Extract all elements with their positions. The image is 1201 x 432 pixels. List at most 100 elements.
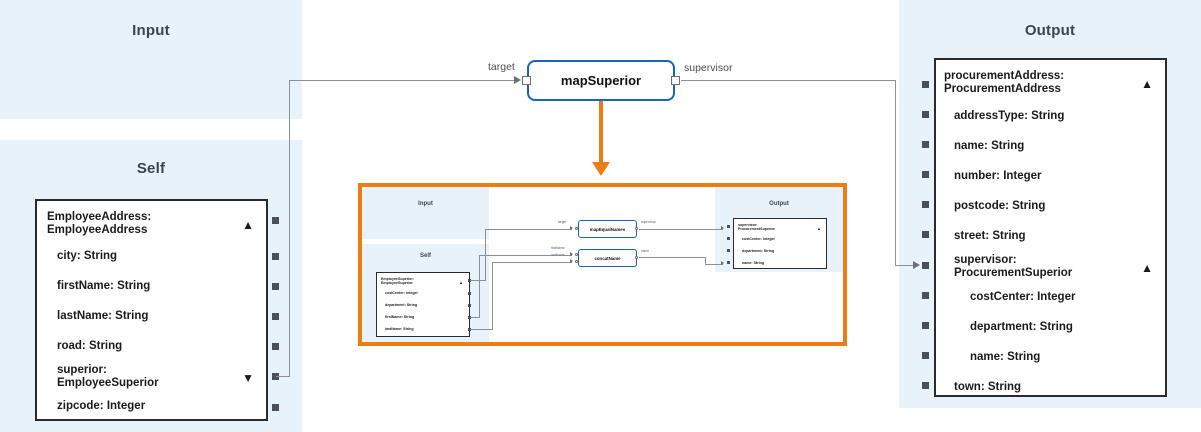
inner-schema-row[interactable]: costCenter: Integer	[734, 237, 834, 241]
output-port-8[interactable]	[922, 322, 929, 329]
schema-row[interactable]: superior: EmployeeSuperior ▼	[37, 364, 266, 390]
schema-row[interactable]: number: Integer	[936, 170, 1165, 183]
schema-row[interactable]: name: String	[936, 351, 1165, 364]
wire-node-to-output-horizontal	[681, 80, 896, 82]
concat-name-input-port-lastname[interactable]	[575, 260, 579, 264]
chevron-up-icon[interactable]: ▲	[1141, 77, 1153, 91]
self-port-6[interactable]	[272, 404, 279, 411]
self-port-2[interactable]	[272, 283, 279, 290]
inner-schema-row[interactable]: department: String	[734, 249, 834, 253]
schema-row[interactable]: name: String	[936, 140, 1165, 153]
schema-row-label-5: superior: EmployeeSuperior	[57, 364, 159, 389]
wire-self-to-node-horizontal	[289, 80, 515, 82]
chevron-down-icon[interactable]: ▼	[242, 371, 254, 385]
map-equal-names-node-label: mapEqualNames	[589, 226, 626, 232]
output-port-2[interactable]	[922, 141, 929, 148]
chevron-up-icon[interactable]: ▲	[1141, 261, 1153, 275]
inner-self-port-lastname[interactable]	[468, 328, 471, 331]
output-schema-box[interactable]: procurementAddress: ProcurementAddress ▲…	[934, 58, 1167, 397]
inner-self-port-firstname[interactable]	[468, 316, 471, 319]
concat-name-output-label: name	[641, 249, 649, 253]
inner-output-port-1[interactable]	[727, 237, 730, 240]
map-equal-names-input-port[interactable]	[575, 227, 579, 231]
schema-row-label-9: name: String	[970, 351, 1041, 363]
input-panel: Input	[0, 0, 302, 119]
inner-output-port-2[interactable]	[727, 249, 730, 252]
output-port-7[interactable]	[922, 292, 929, 299]
inner-schema-row[interactable]: department: String	[377, 303, 477, 307]
inner-wire-e-stub	[705, 264, 723, 265]
chevron-up-icon[interactable]: ▲	[242, 218, 254, 232]
inner-schema-row[interactable]: EmployeeSuperior: EmployeeSuperior ▲	[377, 277, 473, 286]
schema-row[interactable]: supervisor: ProcurementSuperior ▲	[936, 254, 1165, 280]
inner-wire-a-stub	[470, 280, 486, 281]
inner-wire-b-stub	[470, 317, 480, 318]
map-superior-input-port-label: target	[488, 61, 515, 73]
inner-self-schema-box[interactable]: EmployeeSuperior: EmployeeSuperior ▲ cos…	[376, 272, 470, 337]
output-port-9[interactable]	[922, 352, 929, 359]
map-equal-names-output-port[interactable]	[635, 227, 639, 231]
self-port-superior[interactable]	[272, 373, 279, 380]
map-equal-names-node[interactable]: mapEqualNames	[578, 220, 637, 238]
inner-output-row-label-2: department: String	[742, 249, 775, 253]
schema-row-label-5: street: String	[954, 230, 1026, 242]
concat-name-node[interactable]: concatName	[578, 249, 637, 267]
self-port-0[interactable]	[272, 217, 279, 224]
output-port-3[interactable]	[922, 171, 929, 178]
drilldown-arrow-head	[592, 162, 610, 176]
output-port-4[interactable]	[922, 201, 929, 208]
schema-row[interactable]: city: String	[37, 250, 266, 263]
schema-row[interactable]: addressType: String	[936, 110, 1165, 123]
schema-row[interactable]: town: String	[936, 381, 1165, 394]
inner-schema-row[interactable]: name: String	[734, 261, 834, 265]
inner-schema-row[interactable]: firstName: String	[377, 315, 477, 319]
inner-self-row-label-1: costCenter: Integer	[385, 291, 418, 295]
self-schema-box[interactable]: EmployeeAddress: EmployeeAddress ▲ city:…	[35, 199, 268, 421]
inner-wire-b-arrow	[570, 252, 573, 256]
output-port-10[interactable]	[922, 382, 929, 389]
output-port-5[interactable]	[922, 231, 929, 238]
inner-output-schema-box[interactable]: supervisor: ProcurementSuperior ▲ costCe…	[733, 218, 827, 269]
schema-row-label-1: addressType: String	[954, 110, 1065, 122]
inner-self-port-0[interactable]	[468, 279, 471, 282]
map-superior-node[interactable]: mapSuperior	[527, 60, 675, 101]
output-port-0[interactable]	[922, 81, 929, 88]
chevron-up-icon[interactable]: ▲	[459, 280, 463, 285]
map-superior-input-port[interactable]	[522, 76, 531, 85]
schema-row[interactable]: procurementAddress: ProcurementAddress ▲	[936, 70, 1165, 96]
concat-name-input-port-firstname[interactable]	[575, 253, 579, 257]
self-port-4[interactable]	[272, 343, 279, 350]
chevron-up-icon[interactable]: ▲	[817, 226, 821, 231]
concat-name-output-port[interactable]	[635, 256, 639, 260]
inner-self-port-1[interactable]	[468, 292, 471, 295]
inner-schema-row[interactable]: supervisor: ProcurementSuperior ▲	[734, 223, 830, 232]
wire-node-to-output-vertical	[895, 80, 897, 266]
output-port-1[interactable]	[922, 111, 929, 118]
map-superior-output-port-label: supervisor	[684, 62, 733, 74]
inner-output-port-name[interactable]	[727, 261, 730, 264]
wire-node-to-output-stub	[895, 265, 915, 267]
schema-row[interactable]: EmployeeAddress: EmployeeAddress ▲	[37, 211, 266, 237]
self-port-1[interactable]	[272, 253, 279, 260]
schema-row[interactable]: street: String	[936, 230, 1165, 243]
inner-output-row-label-1: costCenter: Integer	[742, 237, 775, 241]
schema-row[interactable]: costCenter: Integer	[936, 291, 1165, 304]
map-equal-names-output-label: supervisor	[641, 220, 656, 224]
schema-row[interactable]: road: String	[37, 340, 266, 353]
schema-row-label-4: postcode: String	[954, 200, 1046, 212]
inner-schema-row[interactable]: lastName: String	[377, 327, 477, 331]
schema-row[interactable]: lastName: String	[37, 310, 266, 323]
map-superior-output-port[interactable]	[671, 76, 680, 85]
self-port-3[interactable]	[272, 313, 279, 320]
schema-row[interactable]: firstName: String	[37, 280, 266, 293]
inner-schema-row[interactable]: costCenter: Integer	[377, 291, 477, 295]
schema-row[interactable]: postcode: String	[936, 200, 1165, 213]
drilldown-arrow-stem	[599, 101, 603, 163]
schema-row[interactable]: zipcode: Integer	[37, 400, 266, 413]
inner-self-port-2[interactable]	[468, 304, 471, 307]
schema-row-label-8: department: String	[970, 321, 1073, 333]
schema-row-label-3: number: Integer	[954, 170, 1042, 182]
schema-row[interactable]: department: String	[936, 321, 1165, 334]
inner-output-port-supervisor[interactable]	[727, 225, 730, 228]
output-port-supervisor[interactable]	[922, 262, 929, 269]
